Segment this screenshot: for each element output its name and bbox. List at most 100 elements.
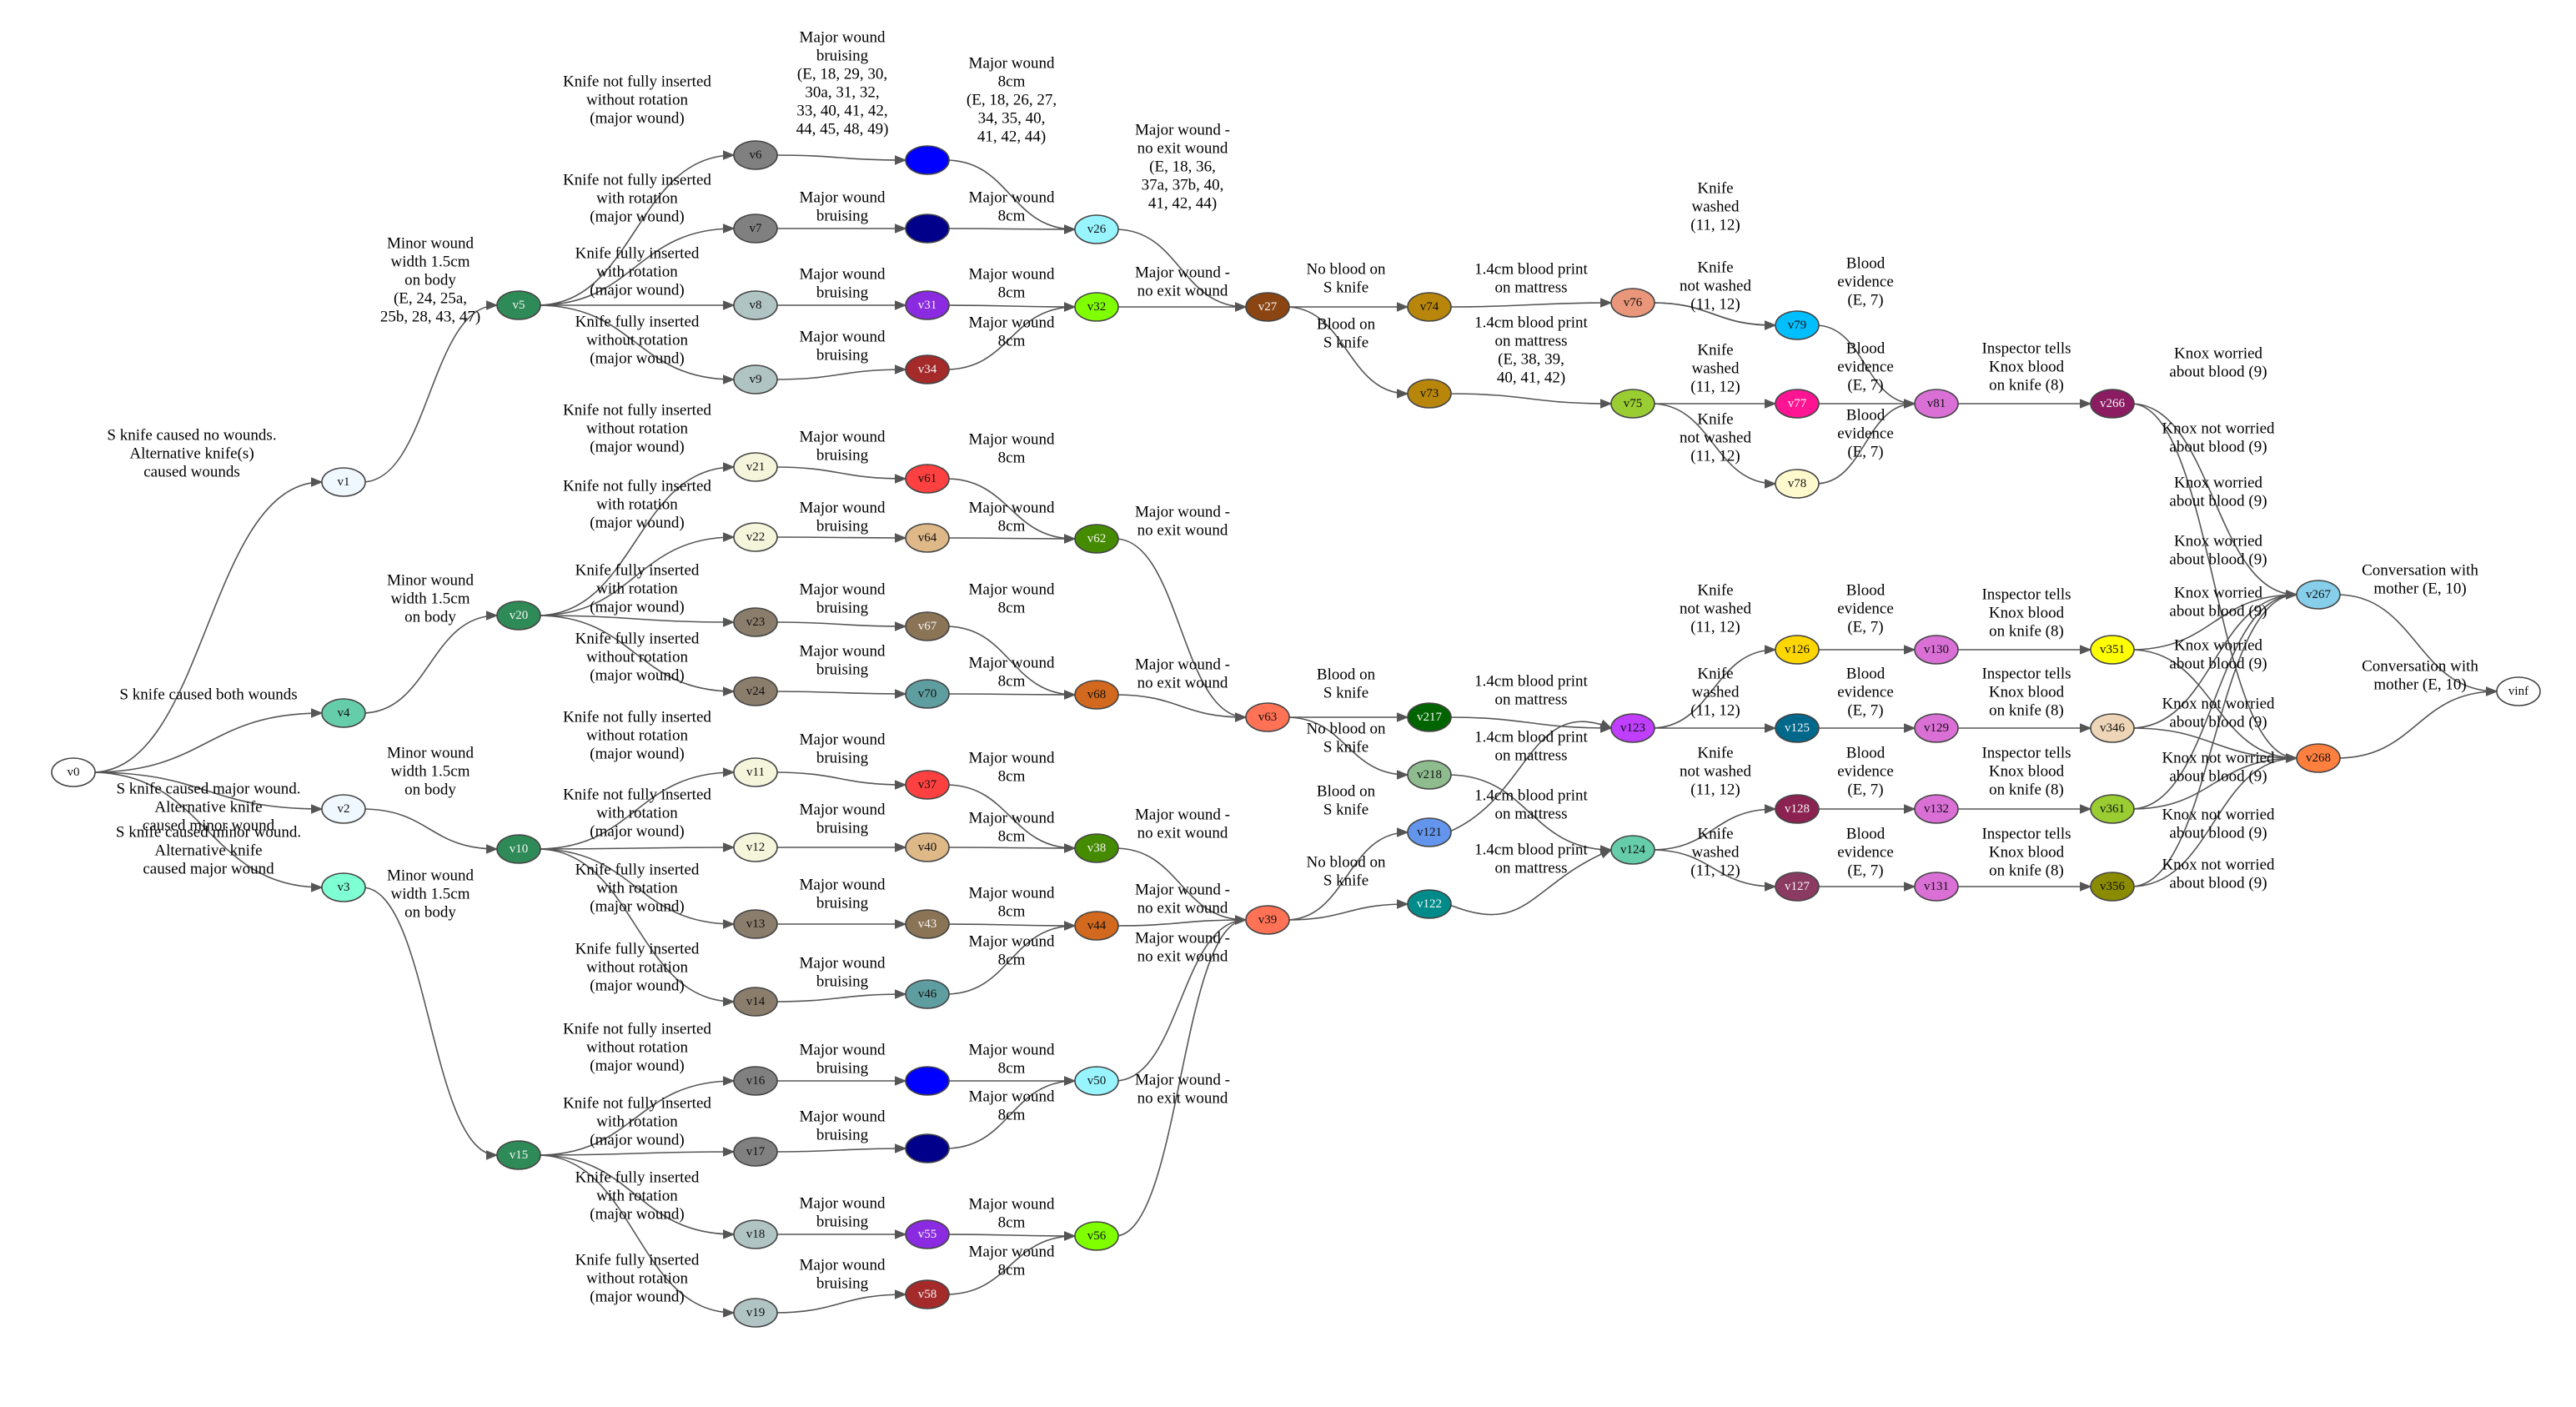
node-shape <box>1775 469 1820 499</box>
edge-v9-v34 <box>773 364 907 380</box>
edge-v38-v39 <box>1114 847 1248 925</box>
node-label: v217 <box>1417 711 1443 724</box>
edge-v356-v268 <box>2130 753 2298 887</box>
edge-v15-v16 <box>536 1076 736 1156</box>
node-v77: v77 <box>1775 389 1820 419</box>
edge-label: Major wound -no exit wound <box>1135 1072 1230 1108</box>
edge-v62-v63 <box>1114 538 1248 722</box>
node-v34: v34 <box>905 354 950 384</box>
node-shape <box>1775 310 1820 340</box>
edge-v78-v81 <box>1815 399 1916 485</box>
node-label: v62 <box>1087 532 1107 545</box>
edge-v0-v3 <box>91 771 324 892</box>
node-v19: v19 <box>733 1298 778 1328</box>
node-v37: v37 <box>905 770 950 800</box>
node-label: v1 <box>338 475 350 489</box>
node-label: v34 <box>918 363 937 376</box>
edge-v20-v21 <box>536 462 736 616</box>
node-v17: v17 <box>733 1137 778 1167</box>
node-label: v37 <box>918 778 937 791</box>
edge-label: S knife caused minor wound.Alternative k… <box>116 824 301 878</box>
node-shape <box>733 1298 778 1328</box>
node-v27: v27 <box>1245 292 1290 322</box>
edge-v21-v61 <box>773 466 907 484</box>
node-shape <box>321 794 366 824</box>
edge-v74-v76 <box>1447 298 1613 308</box>
node-v217: v217 <box>1407 702 1452 732</box>
node-v70: v70 <box>905 679 950 709</box>
node-label: v81 <box>1927 397 1946 410</box>
node-shape <box>321 872 366 902</box>
edge-v63-v218 <box>1285 716 1409 780</box>
node-shape <box>1914 872 1959 902</box>
node-shape <box>733 987 778 1017</box>
node-label: v61 <box>918 472 937 485</box>
edge-v361-v268 <box>2130 753 2298 810</box>
edge-v50-v39 <box>1114 915 1248 1082</box>
node-shape <box>1407 379 1452 409</box>
node-label: v44 <box>1087 919 1107 932</box>
node-shape <box>905 770 950 800</box>
node-shape <box>905 832 950 862</box>
node-shape <box>1610 389 1655 419</box>
node-shape <box>733 676 778 706</box>
edge-v217-v123 <box>1447 716 1613 733</box>
node-v268: v268 <box>2296 743 2341 773</box>
node-label: v50 <box>1087 1074 1107 1088</box>
node-v10: v10 <box>496 834 541 864</box>
node-label: v26 <box>1087 223 1107 236</box>
node-shape <box>1074 911 1119 941</box>
node-vinf: vinf <box>2496 676 2541 706</box>
node-v56: v56 <box>1074 1221 1119 1251</box>
node-label: v67 <box>918 620 937 633</box>
edge-v0-v2 <box>91 771 324 814</box>
edge-v22-v64 <box>773 533 907 543</box>
edge-label: Major wound -no exit wound <box>1135 656 1230 692</box>
node-v44: v44 <box>1074 911 1119 941</box>
node-label: v8 <box>750 299 762 312</box>
node-v4: v4 <box>321 698 366 728</box>
node-shape <box>733 214 778 244</box>
node-v32: v32 <box>1074 292 1119 322</box>
edge-v20-v22 <box>536 532 736 616</box>
node-v132: v132 <box>1914 794 1959 824</box>
edge-v43-v44 <box>945 921 1077 931</box>
node-label: v131 <box>1924 880 1949 893</box>
node-label: v14 <box>746 995 766 1008</box>
node-label: v3 <box>338 881 350 894</box>
node-label: v78 <box>1788 477 1807 490</box>
node-v26: v26 <box>1074 214 1119 244</box>
edge-v121-v123 <box>1447 719 1613 833</box>
node-shape <box>1407 760 1452 790</box>
edge-v79-v81 <box>1815 324 1916 409</box>
edge-v5-v7 <box>536 224 736 306</box>
edge-v124-v128 <box>1650 804 1777 851</box>
